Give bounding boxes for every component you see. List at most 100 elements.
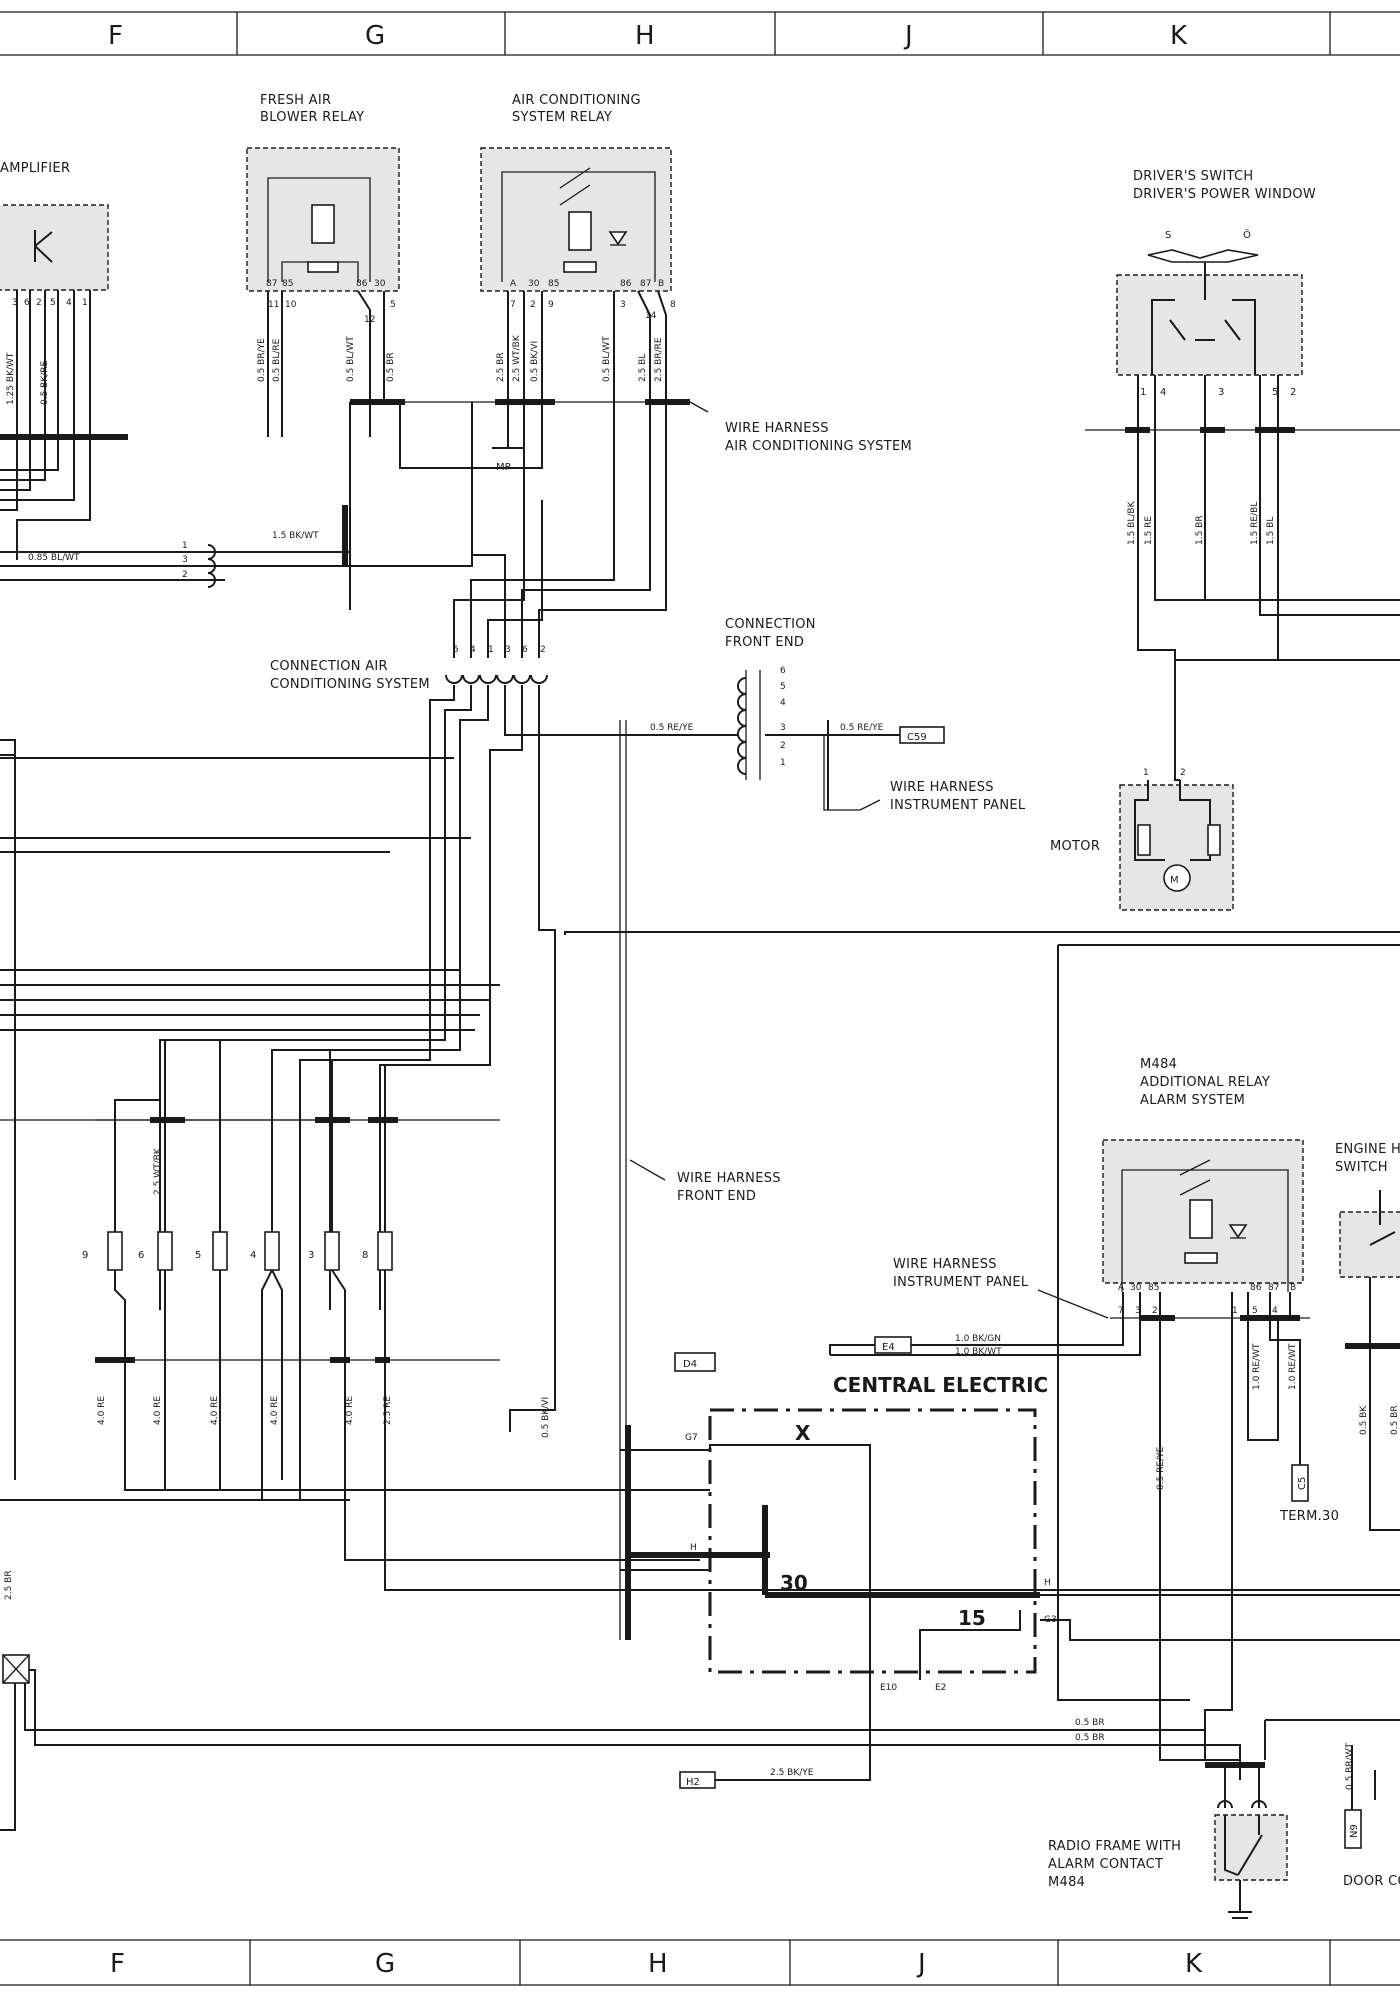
- wires-fuses-wires-2-label: 4.0 RE: [210, 1396, 220, 1425]
- ref-n9: N9: [1349, 1824, 1360, 1838]
- components-switch-marks-1-label: Ö: [1243, 228, 1251, 241]
- wires-window-1-label: 1.5 RE: [1144, 516, 1154, 545]
- amplifier: AMPLIFIER 3 6 2 5 4 1 1.25 BK/WT 0.5 BK/…: [0, 161, 128, 560]
- pin-numbers-amplifier-1-label: 6: [24, 298, 30, 308]
- engine-switch-label-1: ENGINE HO: [1335, 1142, 1400, 1157]
- radio-frame-label-1: RADIO FRAME WITH: [1048, 1839, 1181, 1854]
- wires-w-rewt-0-label: 1.0 RE/WT: [1252, 1343, 1262, 1390]
- pin-numbers-conn-fe-2-label: 4: [780, 698, 786, 708]
- central-term-15: 15: [958, 1606, 986, 1630]
- pin-numbers-alarm-relay-0-label: 7: [1118, 1306, 1124, 1316]
- wires-w-rewt-1-label: 1.0 RE/WT: [1288, 1343, 1298, 1390]
- pin-numbers-conn-ac-0-label: 5: [453, 645, 459, 655]
- fuse-9: 9: [82, 1231, 123, 1271]
- terminals-alarm-relay-3-label: 86: [1250, 1283, 1262, 1293]
- fuse-3: 3: [308, 1231, 340, 1271]
- grid-col-g: G: [365, 21, 385, 51]
- harness-ac-label-2: AIR CONDITIONING SYSTEM: [725, 439, 912, 454]
- harness-ip-2-label-1: WIRE HARNESS: [893, 1257, 997, 1272]
- pin-numbers-drivers-switch-2-label: 3: [1218, 387, 1224, 398]
- harness-front-end: WIRE HARNESS FRONT END: [629, 1159, 781, 1204]
- terminals-alarm-relay-4-label: 87: [1268, 1283, 1279, 1293]
- pin-numbers-alarm-relay-1-label: 3: [1135, 1306, 1141, 1316]
- central-pins-e2-label: E2: [935, 1683, 946, 1693]
- drivers-switch-label-1: DRIVER'S SWITCH: [1133, 169, 1253, 184]
- amplifier-label: AMPLIFIER: [0, 161, 70, 176]
- harness-ac-label-1: WIRE HARNESS: [725, 421, 829, 436]
- fuses-4-label: 3: [308, 1250, 314, 1261]
- term30-label: TERM.30: [1279, 1509, 1339, 1524]
- pin-numbers-conn-fe-4-label: 2: [780, 741, 786, 751]
- pin-numbers-amplifier-3-label: 5: [50, 298, 56, 308]
- grid-col-h: H: [635, 21, 655, 51]
- terminals-fresh-relay-2-label: 86: [356, 279, 368, 289]
- pin-numbers-conn-ac-4-label: 6: [522, 645, 528, 655]
- terminals-ac-relay-0-label: A: [510, 279, 517, 289]
- drivers-switch-label-2: DRIVER'S POWER WINDOW: [1133, 187, 1316, 202]
- ref-c5: C5: [1297, 1477, 1308, 1490]
- conn-fe-label-1: CONNECTION: [725, 617, 816, 632]
- pin-numbers-conn-left-1-label: 3: [182, 555, 188, 565]
- terminals-ac-relay-3-label: 86: [620, 279, 632, 289]
- terminals-alarm-relay-0-label: A: [1118, 1283, 1125, 1293]
- radio-frame-label-2: ALARM CONTACT: [1048, 1857, 1163, 1872]
- wires-w-wtbk-label: 2.5 WT/BK: [153, 1147, 163, 1195]
- alarm-relay: M484 ADDITIONAL RELAY ALARM SYSTEM A 30 …: [674, 1057, 1339, 1780]
- grid-col-j: J: [903, 21, 913, 51]
- pin-numbers-conn-fe-5-label: 1: [780, 758, 786, 768]
- radio-frame-label-3: M484: [1048, 1875, 1085, 1890]
- central-pins-e10-label: E10: [880, 1683, 897, 1693]
- wires-window-2-label: 1.5 BR: [1195, 515, 1205, 545]
- wires-window-3-label: 1.5 RE/BL: [1250, 502, 1260, 545]
- terminals-ac-relay-1-label: 30: [528, 279, 540, 289]
- pin-numbers-alarm-relay-4-label: 5: [1252, 1306, 1258, 1316]
- harness-ip-2-label-2: INSTRUMENT PANEL: [893, 1275, 1029, 1290]
- radio-frame-alarm-contact: RADIO FRAME WITH ALARM CONTACT M484: [1048, 1762, 1288, 1919]
- wires-w-15bkwt-label: 1.5 BK/WT: [272, 531, 319, 541]
- pin-numbers-ac-relay-0-label: 7: [510, 300, 516, 310]
- wires-window-4-label: 1.5 BL: [1266, 517, 1276, 545]
- wires-amp-1-label: 0.5 BK/RE: [40, 360, 50, 405]
- terminals-alarm-relay-1-label: 30: [1130, 1283, 1142, 1293]
- fuses-1-label: 6: [138, 1250, 144, 1261]
- door-contact: 0.5 BR/WT N9 DOOR CO: [1343, 1742, 1400, 1889]
- fresh-air-blower-relay: FRESH AIR BLOWER RELAY 87 85 86 30 11 10…: [246, 93, 401, 468]
- door-label: DOOR CO: [1343, 1874, 1400, 1889]
- components-switch-marks-0-label: S: [1165, 230, 1171, 241]
- pin-numbers-amplifier-5-label: 1: [82, 298, 88, 308]
- pin-numbers-ac-relay-3-label: 3: [620, 300, 626, 310]
- central-electric-title: CENTRAL ELECTRIC: [833, 1373, 1048, 1397]
- pin-numbers-conn-ac-5-label: 2: [540, 645, 546, 655]
- terminals-ac-relay-2-label: 85: [548, 279, 559, 289]
- wires-ac-1-label: 2.5 WT/BK: [512, 334, 522, 382]
- wires-window-0-label: 1.5 BL/BK: [1127, 500, 1137, 545]
- ac-relay-label-2: SYSTEM RELAY: [512, 110, 612, 125]
- pin-numbers-fresh-relay-3-label: 5: [390, 300, 396, 310]
- conn-fe-label-2: FRONT END: [725, 635, 804, 650]
- alarm-relay-label-3: ALARM SYSTEM: [1140, 1093, 1245, 1108]
- central-x: X: [795, 1421, 811, 1445]
- pin-numbers-amplifier-4-label: 4: [66, 298, 72, 308]
- pin-numbers-conn-left-0-label: 1: [182, 541, 188, 551]
- motor: MOTOR 1 2 M: [1050, 768, 1234, 911]
- ref-d4: D4: [683, 1359, 697, 1370]
- wires-w-085-label: 0.85 BL/WT: [28, 553, 80, 563]
- pin-numbers-conn-ac-1-label: 4: [470, 645, 476, 655]
- pin-numbers-conn-ac-3-label: 3: [505, 645, 511, 655]
- wires-ac-3-label: 0.5 BL/WT: [602, 336, 612, 382]
- grid-col-j-bottom: J: [916, 1949, 926, 1979]
- pin-numbers-conn-fe-3-label: 3: [780, 723, 786, 733]
- fresh-air-relay-label-2: BLOWER RELAY: [260, 110, 364, 125]
- grid-col-h-bottom: H: [648, 1949, 668, 1979]
- pin-numbers-drivers-switch-1-label: 4: [1160, 387, 1166, 398]
- pin-numbers-alarm-relay-3-label: 1: [1232, 1306, 1238, 1316]
- ref-e4: E4: [882, 1342, 895, 1353]
- drivers-switch: DRIVER'S SWITCH DRIVER'S POWER WINDOW S …: [1085, 169, 1400, 781]
- grid-col-f-bottom: F: [110, 1949, 125, 1979]
- wires-fresh-0-label: 0.5 BR/YE: [257, 338, 267, 382]
- engine-switch-label-2: SWITCH: [1335, 1160, 1388, 1175]
- right-loop-wires: [564, 931, 1400, 1701]
- wires-w-right-0-label: 0.5 BK: [1359, 1405, 1369, 1435]
- harness-fe-label-1: WIRE HARNESS: [677, 1171, 781, 1186]
